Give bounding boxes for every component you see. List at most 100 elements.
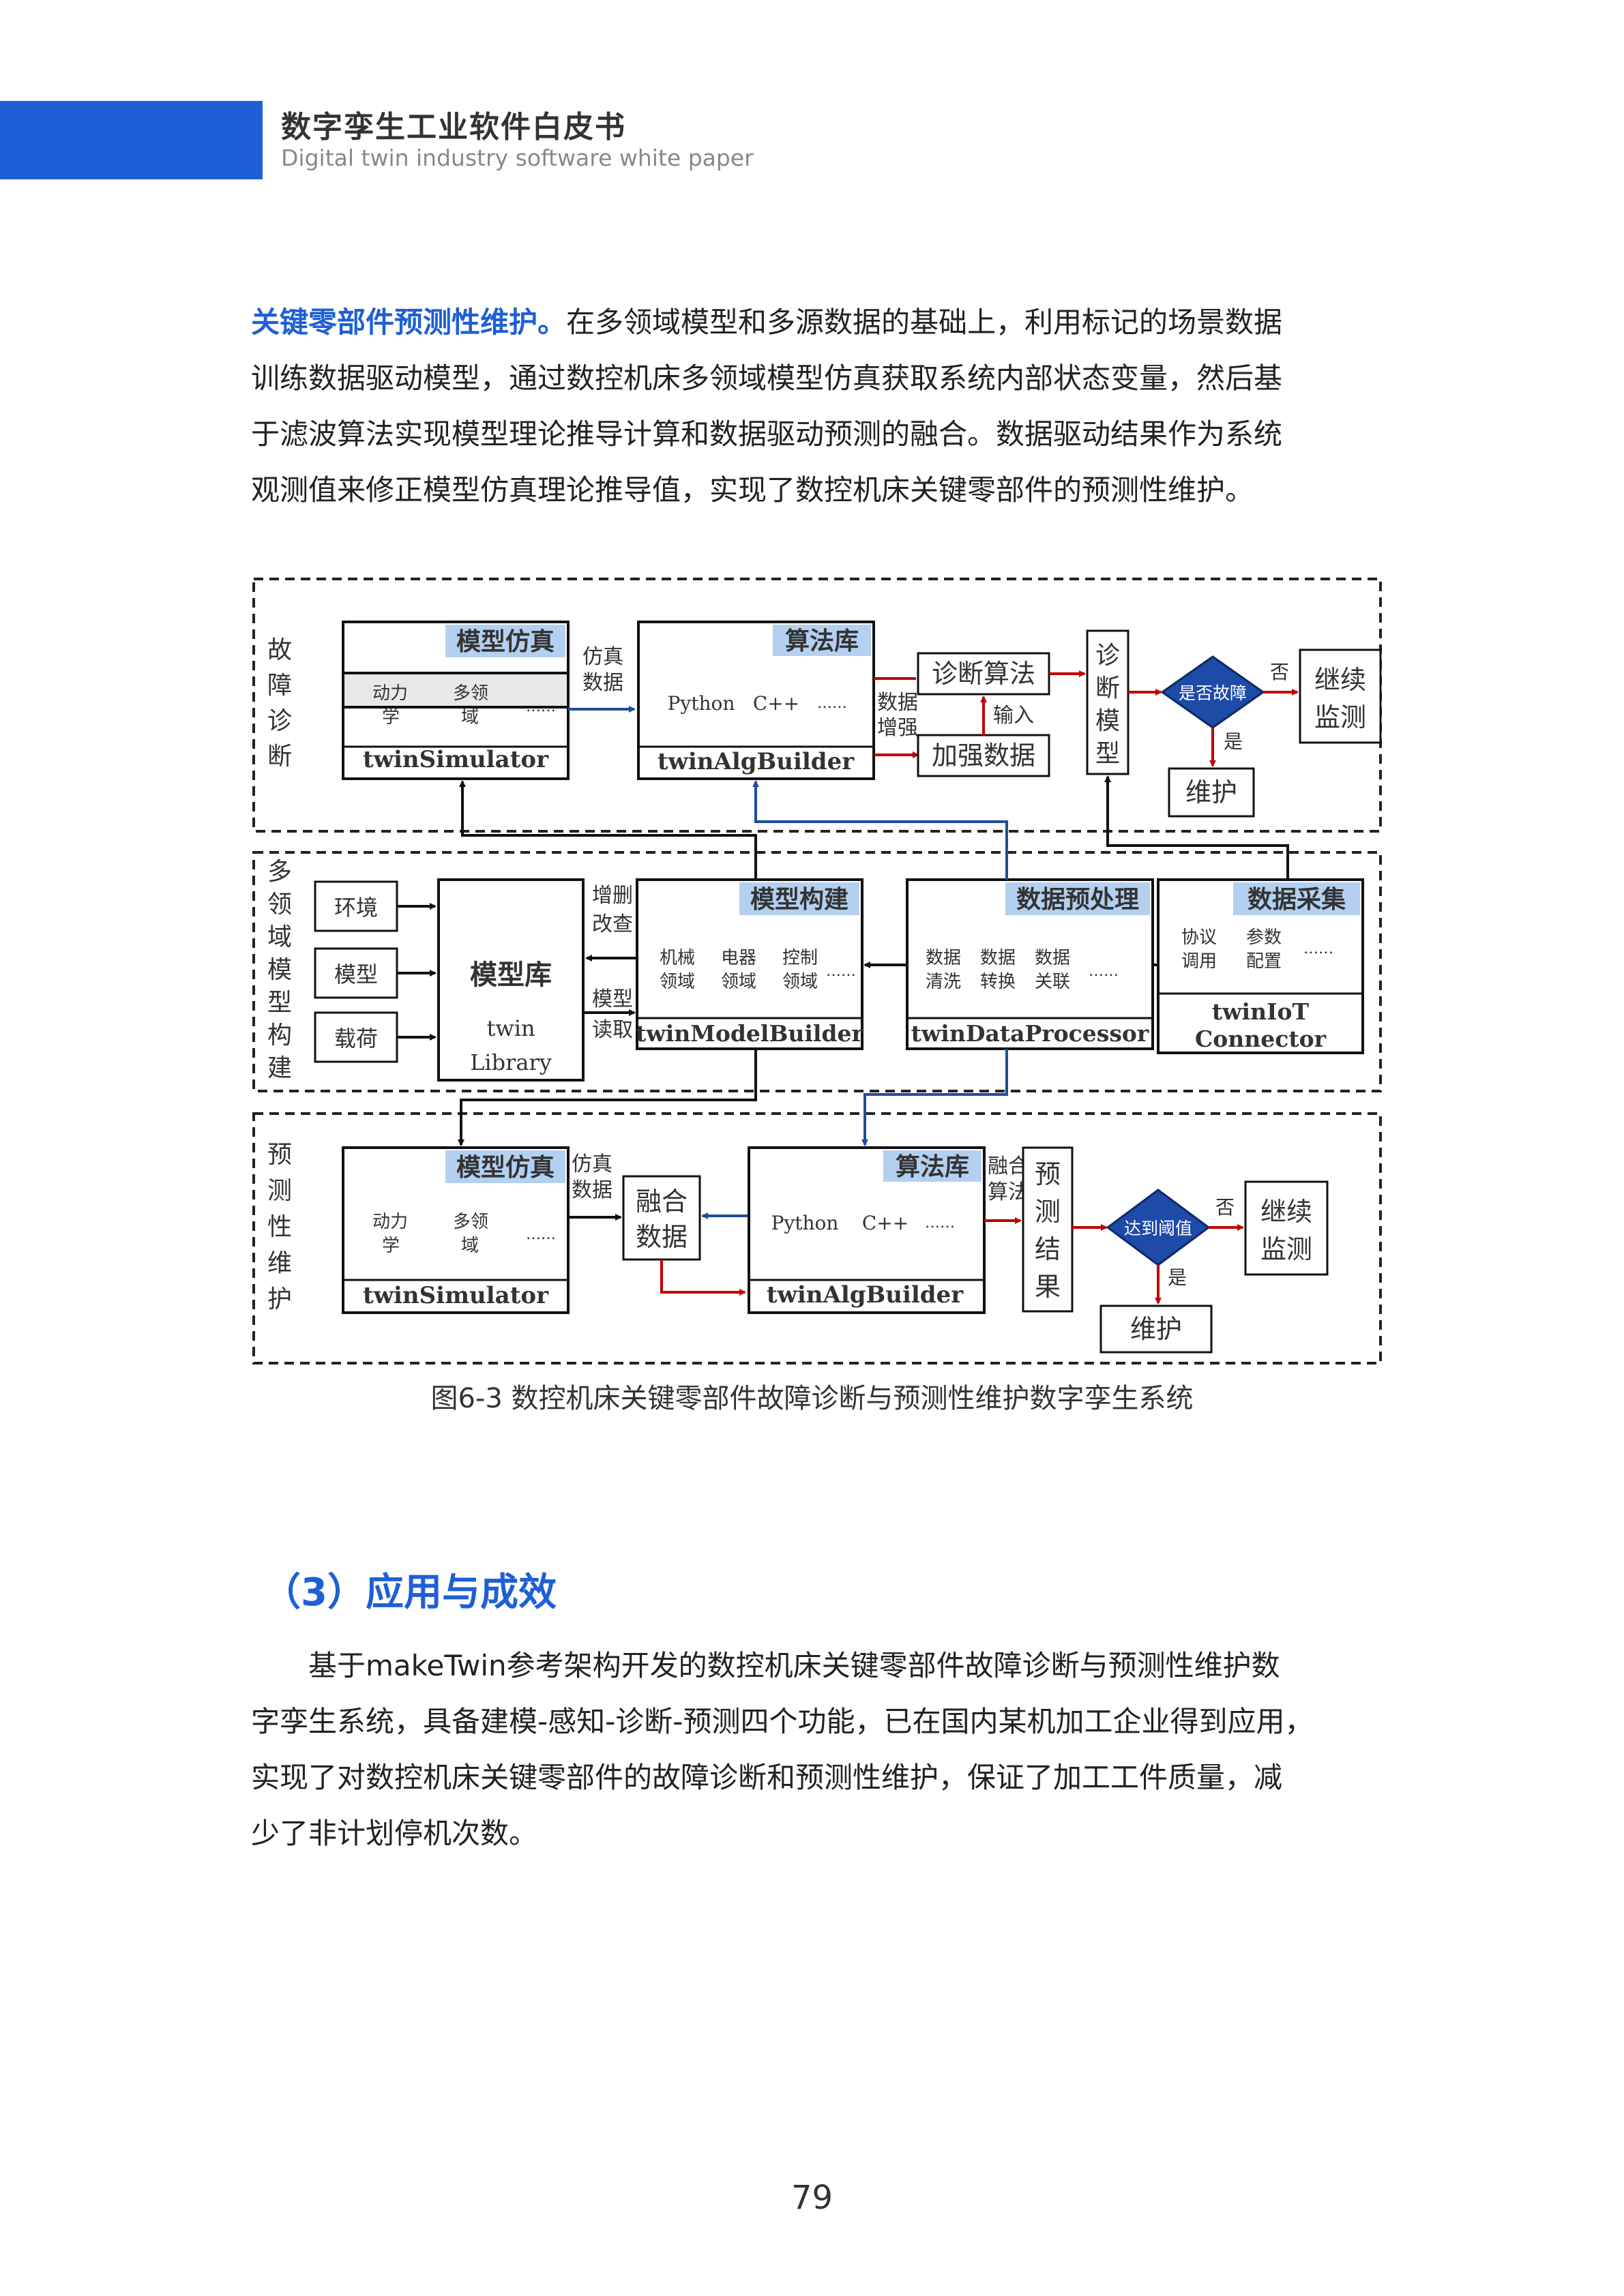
twin-data-processor-block: 数据预处理 数据 清洗 数据 转换 数据 关联 …… twinDataProce… [906, 878, 1154, 1050]
mb-header: 模型构建 [750, 885, 848, 914]
arrow-label: 读取 [592, 1018, 633, 1042]
section-heading: （3）应用与成效 [263, 1570, 557, 1615]
paragraph-line: 少了非计划停机次数。 [251, 1817, 538, 1850]
dc-name: Connector [1195, 1026, 1327, 1052]
figure-caption: 图6-3 数控机床关键零部件故障诊断与预测性维护数字孪生系统 [430, 1383, 1194, 1414]
diag-algorithm-box: 诊断算法 [917, 652, 1050, 696]
mb-dots: …… [826, 963, 856, 980]
arrow-label: 仿真 [582, 645, 623, 669]
paragraph-line: 实现了对数控机床关键零部件的故障诊断和预测性维护，保证了加工工件质量，减 [251, 1761, 1283, 1794]
diag-model-char: 型 [1095, 740, 1120, 768]
section-label-char: 预 [267, 1141, 292, 1169]
diag-alg-label: 诊断算法 [932, 659, 1035, 689]
dp-dots: …… [1089, 963, 1119, 980]
continue-monitor-box: 继续 监测 [1244, 1180, 1329, 1276]
diag-model-char: 诊 [1095, 642, 1120, 670]
section-label-char: 性 [267, 1213, 292, 1241]
section-label-char: 域 [267, 923, 292, 951]
library-name: Library [470, 1049, 552, 1075]
section-label-char: 护 [267, 1285, 292, 1313]
model-box: 模型 [314, 947, 398, 999]
arrow-label: 增强 [877, 716, 918, 740]
section-label-char: 诊 [267, 707, 292, 735]
paragraph-line: 基于makeTwin参考架构开发的数控机床关键零部件故障诊断与预测性维护数 [308, 1649, 1280, 1682]
sim-dyn: 学 [382, 707, 400, 728]
alg-name: twinAlgBuilder [767, 1281, 964, 1309]
sim-name: twinSimulator [363, 746, 549, 773]
dp-name: twinDataProcessor [911, 1020, 1149, 1047]
alg-dots: …… [817, 695, 847, 712]
arrow-label: 模型 [592, 987, 633, 1011]
dc-item: 调用 [1181, 951, 1217, 972]
paragraph-predictive-maintenance: 关键零部件预测性维护。在多领域模型和多源数据的基础上，利用标记的场景数据 训练数… [251, 295, 1383, 518]
mb-item: 机械 [660, 948, 695, 968]
continue-monitor-box: 继续 监测 [1299, 648, 1382, 744]
alg-name: twinAlgBuilder [658, 748, 855, 775]
enhance-data-label: 加强数据 [932, 741, 1035, 771]
paragraph-line: 在多领域模型和多源数据的基础上，利用标记的场景数据 [566, 305, 1283, 339]
fusion-data-box: 融合 数据 [622, 1175, 701, 1261]
sim-header: 模型仿真 [456, 627, 555, 656]
arrow-label: 仿真 [572, 1152, 612, 1176]
predict-result-char: 预 [1035, 1159, 1061, 1189]
paragraph-line: 于滤波算法实现模型理论推导计算和数据驱动预测的融合。数据驱动结果作为系统 [251, 417, 1283, 451]
paragraph-line: 字孪生系统，具备建模-感知-诊断-预测四个功能，已在国内某机加工企业得到应用， [251, 1705, 1314, 1738]
alg-cpp: C++ [753, 692, 799, 715]
twin-simulator-block-bottom: 模型仿真 动力 学 多领 域 …… twinSimulator [342, 1146, 570, 1314]
section-label-char: 断 [267, 743, 292, 771]
twin-iot-connector-block: 数据采集 协议 调用 参数 配置 …… twinIoT Connector [1157, 878, 1364, 1054]
predict-result-char: 测 [1035, 1197, 1061, 1227]
mb-item: 领域 [721, 972, 756, 992]
alg-python: Python [668, 692, 735, 715]
sim-dyn: 动力 [372, 683, 408, 704]
mb-item: 领域 [660, 972, 695, 992]
section-label-char: 型 [267, 989, 292, 1017]
section-label-char: 维 [267, 1249, 292, 1277]
maintain-label: 维护 [1130, 1314, 1182, 1344]
enhance-data-box: 加强数据 [917, 734, 1050, 777]
paragraph-line: 观测值来修正模型仿真理论推导值，实现了数控机床关键零部件的预测性维护。 [251, 473, 1254, 507]
dc-dots: …… [1303, 940, 1333, 957]
dp-header: 数据预处理 [1016, 885, 1139, 914]
continue-monitor-label: 监测 [1314, 702, 1366, 732]
arrow-label: 数据 [582, 671, 623, 695]
decision-fault-diamond: 是否故障 [1160, 655, 1265, 729]
load-box: 载荷 [314, 1011, 398, 1063]
arrow-label: 算法 [988, 1180, 1029, 1204]
section-label-char: 构 [267, 1022, 292, 1049]
twin-library-box: 模型库 twin Library [437, 878, 585, 1082]
paragraph-application: 基于makeTwin参考架构开发的数控机床关键零部件故障诊断与预测性维护数 字孪… [251, 1638, 1383, 1862]
dp-item: 数据 [980, 948, 1016, 968]
no-label: 否 [1270, 661, 1289, 683]
twin-alg-builder-block-bottom: 算法库 Python C++ …… twinAlgBuilder [748, 1146, 986, 1314]
dc-item: 配置 [1246, 951, 1282, 972]
twin-simulator-block-top: 模型仿真 动力 学 多领 域 …… twinSimulator [342, 621, 570, 773]
header-accent-bar [0, 101, 263, 179]
diag-model-char: 断 [1095, 674, 1120, 702]
mb-item: 领域 [782, 972, 818, 992]
library-name: twin [486, 1015, 535, 1041]
section-frame-multi [252, 851, 1382, 1092]
decision-fault-label: 是否故障 [1179, 683, 1247, 703]
header-subtitle: Digital twin industry software white pap… [281, 145, 754, 171]
paragraph-line: 训练数据驱动模型，通过数控机床多领域模型仿真获取系统内部状态变量，然后基 [251, 361, 1283, 395]
mb-item: 控制 [782, 948, 818, 968]
yes-label: 是 [1168, 1266, 1187, 1289]
section-label-char: 领 [267, 891, 292, 919]
alg-cpp: C++ [862, 1212, 909, 1234]
section-label-char: 测 [267, 1177, 292, 1205]
maintain-box: 维护 [1099, 1304, 1213, 1354]
dc-item: 参数 [1246, 927, 1282, 948]
system-diagram: 故 障 诊 断 多 领 域 模 型 构 建 预 测 性 维 护 模型仿真 动力 … [252, 578, 1382, 1365]
twin-alg-builder-block-top: 算法库 Python C++ …… twinAlgBuilder [637, 621, 875, 780]
maintain-box: 维护 [1168, 767, 1255, 818]
sim-dots: …… [526, 1226, 556, 1243]
continue-monitor-label: 继续 [1260, 1197, 1312, 1227]
section-frame-predict [252, 1112, 1382, 1365]
section-label-char: 建 [267, 1054, 292, 1082]
continue-monitor-label: 继续 [1314, 665, 1366, 695]
arrow-label: 数据 [572, 1178, 612, 1202]
decision-threshold-label: 达到阈值 [1124, 1219, 1192, 1238]
sim-multi: 域 [461, 707, 479, 728]
mb-name: twinModelBuilder [636, 1020, 863, 1047]
